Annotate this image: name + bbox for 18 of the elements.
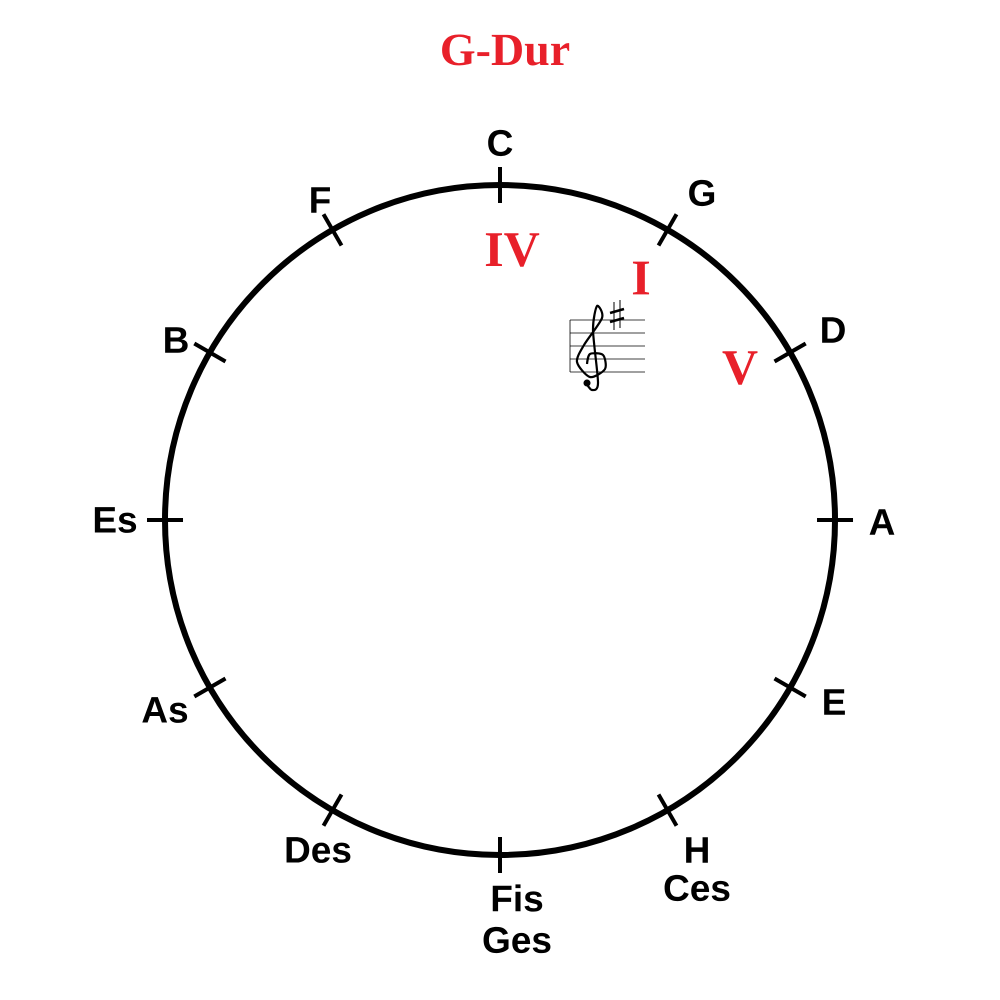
note-label: Es [94,507,136,533]
note-label: Ces [664,874,730,902]
note-label: Ges [484,926,550,954]
note-label: Fis [492,884,542,912]
note-label: H [686,837,708,863]
note-label: C [488,130,512,156]
note-label: Des [286,837,350,863]
note-label: As [142,697,188,723]
degree-numeral: IV [486,233,540,267]
note-label: F [311,187,330,213]
degree-numeral: I [632,262,650,294]
note-label: D [822,317,845,343]
note-label: G [689,180,714,206]
note-label: B [165,327,188,353]
note-label: E [824,689,845,715]
title: G-Dur [442,34,570,66]
degree-numeral: V [722,351,758,385]
note-label: A [870,509,894,535]
